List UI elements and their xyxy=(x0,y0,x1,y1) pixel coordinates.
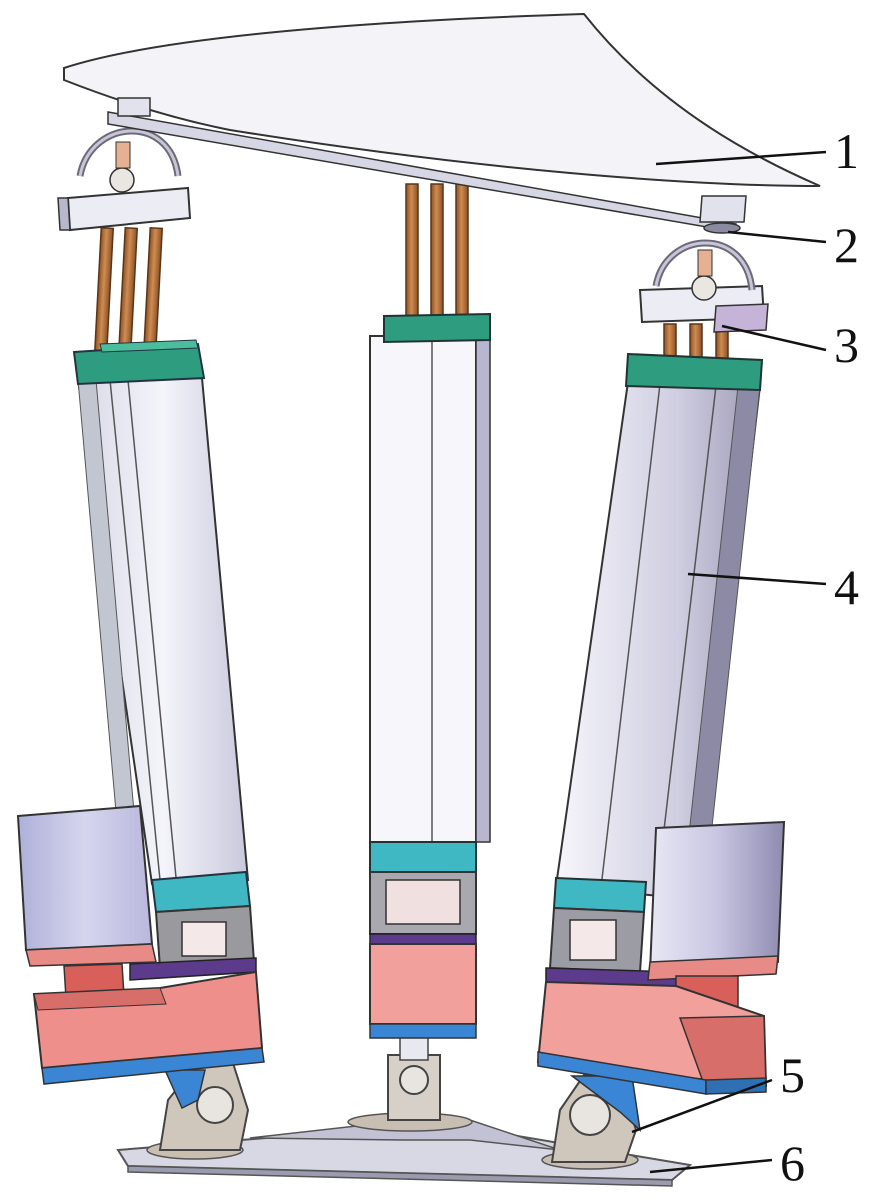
callout-4: 4 xyxy=(834,559,859,615)
base-hinge-right xyxy=(550,1074,642,1163)
actuator-left xyxy=(16,226,265,1085)
callout-5: 5 xyxy=(780,1047,805,1103)
base-hinge-center xyxy=(387,1029,441,1121)
callout-leaders xyxy=(631,150,827,1174)
joint-block-right xyxy=(638,239,769,333)
base-hinge-left xyxy=(158,1059,250,1151)
callout-2: 2 xyxy=(834,217,859,273)
leader-4 xyxy=(687,572,827,586)
actuator-center xyxy=(369,183,491,1039)
callout-6: 6 xyxy=(780,1135,805,1191)
callout-1: 1 xyxy=(834,123,859,179)
leader-5 xyxy=(631,1078,773,1134)
top-platform xyxy=(63,12,821,234)
leader-6 xyxy=(649,1158,773,1174)
actuator-right xyxy=(536,323,786,1095)
leader-2 xyxy=(727,230,827,244)
joint-block-left xyxy=(57,127,192,232)
leader-3 xyxy=(721,324,827,352)
callout-3: 3 xyxy=(834,317,859,373)
leader-1 xyxy=(655,150,827,166)
